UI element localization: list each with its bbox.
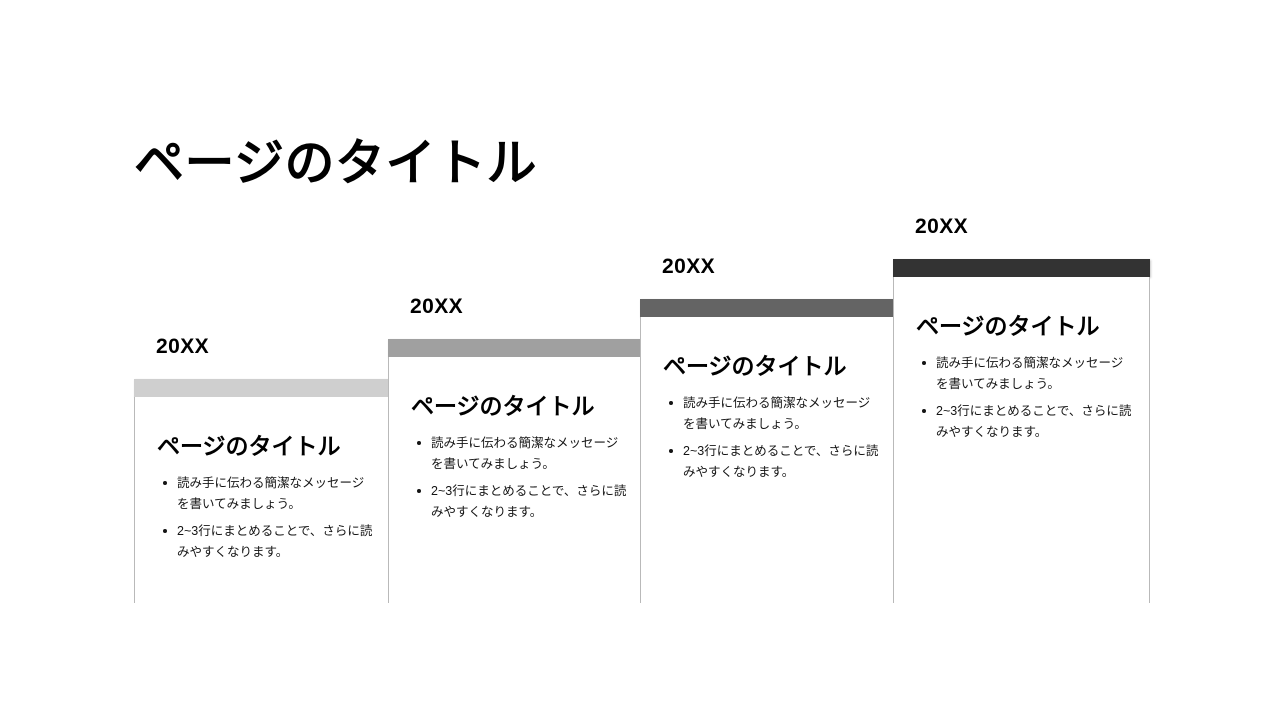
card-header-bar xyxy=(893,259,1150,277)
card-bullet-list: 読み手に伝わる簡潔なメッセージを書いてみましょう。 2~3行にまとめることで、さ… xyxy=(389,433,644,524)
card-header-bar xyxy=(640,299,897,317)
card-title: ページのタイトル xyxy=(411,393,595,419)
card-title: ページのタイトル xyxy=(663,353,847,379)
card-year-label: 20XX xyxy=(662,255,716,278)
card-title: ページのタイトル xyxy=(157,433,341,459)
card-bullet-item: 読み手に伝わる簡潔なメッセージを書いてみましょう。 xyxy=(922,353,1133,396)
card-title: ページのタイトル xyxy=(916,313,1100,339)
card-body: ページのタイトル 読み手に伝わる簡潔なメッセージを書いてみましょう。 2~3行に… xyxy=(134,397,391,603)
card-bullet-item: 2~3行にまとめることで、さらに読みやすくなります。 xyxy=(669,441,880,484)
card-bullet-list: 読み手に伝わる簡潔なメッセージを書いてみましょう。 2~3行にまとめることで、さ… xyxy=(135,473,390,564)
card-bullet-list: 読み手に伝わる簡潔なメッセージを書いてみましょう。 2~3行にまとめることで、さ… xyxy=(894,353,1149,444)
card-body: ページのタイトル 読み手に伝わる簡潔なメッセージを書いてみましょう。 2~3行に… xyxy=(388,357,645,603)
card-bullet-list: 読み手に伝わる簡潔なメッセージを書いてみましょう。 2~3行にまとめることで、さ… xyxy=(641,393,896,484)
card-year-label: 20XX xyxy=(156,335,210,358)
page-title: ページのタイトル xyxy=(134,135,537,191)
card-year-label: 20XX xyxy=(410,295,464,318)
card-bullet-item: 2~3行にまとめることで、さらに読みやすくなります。 xyxy=(922,401,1133,444)
card-body: ページのタイトル 読み手に伝わる簡潔なメッセージを書いてみましょう。 2~3行に… xyxy=(893,277,1150,603)
card-bullet-item: 2~3行にまとめることで、さらに読みやすくなります。 xyxy=(163,521,374,564)
card-body: ページのタイトル 読み手に伝わる簡潔なメッセージを書いてみましょう。 2~3行に… xyxy=(640,317,897,603)
card-year-label: 20XX xyxy=(915,215,969,238)
card-header-bar xyxy=(388,339,645,357)
card-header-bar xyxy=(134,379,391,397)
card-bullet-item: 読み手に伝わる簡潔なメッセージを書いてみましょう。 xyxy=(417,433,628,476)
card-bullet-item: 読み手に伝わる簡潔なメッセージを書いてみましょう。 xyxy=(669,393,880,436)
card-bullet-item: 2~3行にまとめることで、さらに読みやすくなります。 xyxy=(417,481,628,524)
card-bullet-item: 読み手に伝わる簡潔なメッセージを書いてみましょう。 xyxy=(163,473,374,516)
